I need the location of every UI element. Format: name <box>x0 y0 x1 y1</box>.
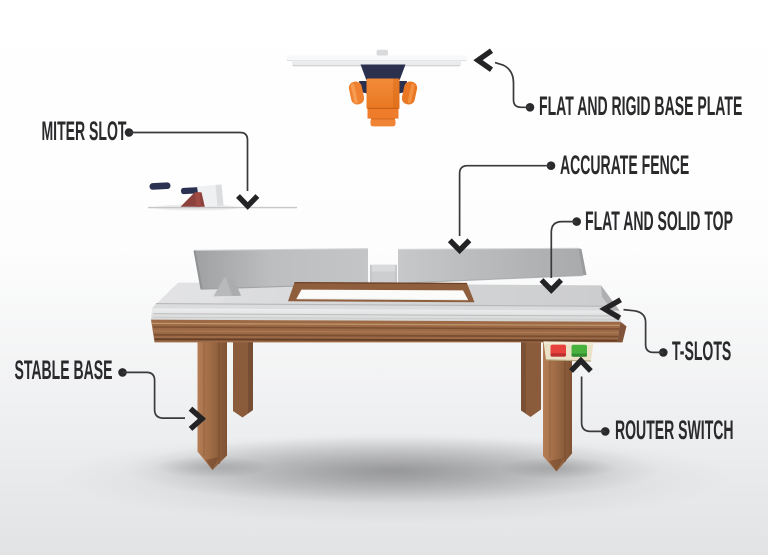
label-flat-rigid-base-plate: FLAT AND RIGID BASE PLATE <box>539 91 743 121</box>
solid-top-connector <box>539 217 581 294</box>
arrow-left-icon <box>599 297 622 321</box>
front-left-leg <box>197 342 227 470</box>
arrow-down-icon <box>447 238 472 255</box>
insert-cutout <box>288 281 475 303</box>
router-switch-connector <box>569 356 610 436</box>
floor-shadows <box>55 432 735 524</box>
arrow-up-icon <box>569 356 593 373</box>
stable-base-connector <box>118 368 207 431</box>
arrow-left-icon <box>473 48 494 72</box>
label-accurate-fence: ACCURATE FENCE <box>560 149 690 180</box>
arrow-down-icon <box>236 194 260 210</box>
annotation-connectors <box>118 48 668 436</box>
arrow-down-icon <box>539 278 564 294</box>
label-router-switch: ROUTER SWITCH <box>614 415 734 445</box>
router-illustration <box>286 49 468 127</box>
miter-slot-connector <box>124 128 260 210</box>
label-stable-base: STABLE BASE <box>14 354 113 385</box>
label-miter-slot: MITER SLOT <box>40 116 126 146</box>
label-flat-solid-top: FLAT AND SOLID TOP <box>585 205 733 236</box>
router-switch-illustration <box>543 341 594 362</box>
arrow-right-icon <box>188 406 207 431</box>
apron <box>151 319 627 343</box>
label-t-slots: T-SLOTS <box>671 336 731 366</box>
base-plate-connector <box>473 48 535 112</box>
router-table-illustration <box>151 247 627 472</box>
fence-illustration <box>193 247 587 297</box>
miter-gauge-illustration <box>148 182 297 211</box>
front-right-leg <box>543 342 572 472</box>
fence-connector <box>447 161 556 255</box>
t-slots-connector <box>599 297 668 357</box>
